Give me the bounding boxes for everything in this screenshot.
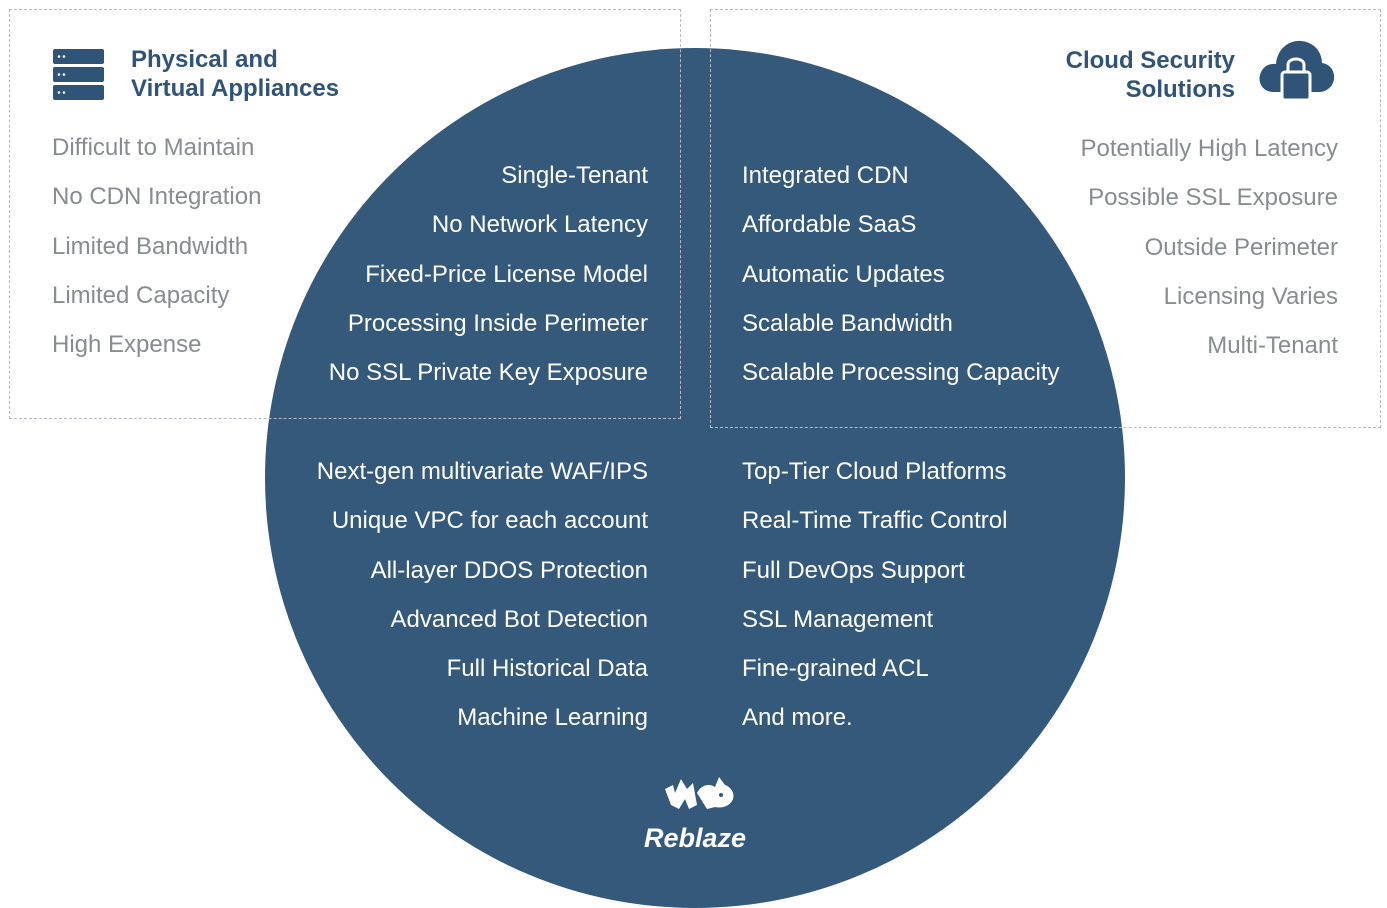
list-item: High Expense — [52, 331, 202, 359]
list-item: Integrated CDN — [742, 162, 909, 189]
list-item: Potentially High Latency — [1080, 135, 1338, 162]
list-item: Single-Tenant — [501, 162, 648, 189]
list-item: Fixed-Price License Model — [365, 260, 648, 288]
brand-name: Reblaze — [643, 823, 747, 853]
list-item: Difficult to Maintain — [52, 134, 255, 161]
list-item: Limited Bandwidth — [52, 232, 249, 260]
cloud-pros-list: Integrated CDN Affordable SaaS Automatic… — [742, 161, 1060, 407]
list-item: Full DevOps Support — [742, 556, 965, 584]
list-item: Limited Capacity — [52, 281, 230, 309]
list-item: Scalable Processing Capacity — [742, 359, 1060, 387]
server-stack-icon — [53, 49, 104, 100]
appliances-pros-list: Single-Tenant No Network Latency Fixed-P… — [329, 161, 648, 407]
list-item: Processing Inside Perimeter — [347, 309, 648, 337]
rhino-logo-icon — [665, 777, 734, 809]
reblaze-circle — [265, 48, 1125, 908]
list-item: SSL Management — [742, 605, 934, 633]
reblaze-features-right: Top-Tier Cloud Platforms Real-Time Traff… — [742, 457, 1007, 753]
list-item: Machine Learning — [457, 704, 648, 732]
list-item: No CDN Integration — [52, 183, 262, 211]
appliances-cons-list: Difficult to Maintain No CDN Integration… — [52, 133, 261, 379]
cloud-dashed-box — [710, 9, 1381, 428]
list-item: No SSL Private Key Exposure — [328, 359, 648, 387]
list-item: All-layer DDOS Protection — [370, 556, 648, 584]
list-item: Unique VPC for each account — [331, 507, 648, 535]
reblaze-features-left: Next-gen multivariate WAF/IPS Unique VPC… — [317, 457, 648, 753]
list-item: Outside Perimeter — [1144, 233, 1338, 261]
list-item: Scalable Bandwidth — [742, 309, 953, 337]
list-item: Advanced Bot Detection — [390, 605, 649, 633]
list-item: Full Historical Data — [446, 655, 648, 683]
list-item: Affordable SaaS — [742, 211, 917, 239]
cloud-title: Cloud Security Solutions — [1065, 47, 1235, 103]
list-item: Licensing Varies — [1163, 282, 1338, 310]
list-item: And more. — [742, 704, 853, 732]
list-item: Fine-grained ACL — [742, 655, 929, 683]
list-item: Automatic Updates — [742, 260, 945, 288]
appliances-dashed-box — [9, 9, 681, 419]
list-item: Top-Tier Cloud Platforms — [742, 458, 1007, 485]
list-item: Possible SSL Exposure — [1088, 184, 1338, 212]
list-item: Next-gen multivariate WAF/IPS — [316, 458, 648, 485]
list-item: Multi-Tenant — [1207, 332, 1338, 360]
list-item: Real-Time Traffic Control — [742, 507, 1008, 535]
cloud-cons-list: Potentially High Latency Possible SSL Ex… — [1081, 134, 1338, 380]
list-item: No Network Latency — [431, 211, 648, 239]
appliances-title: Physical and Virtual Appliances — [131, 46, 340, 102]
cloud-lock-icon — [1259, 40, 1335, 102]
